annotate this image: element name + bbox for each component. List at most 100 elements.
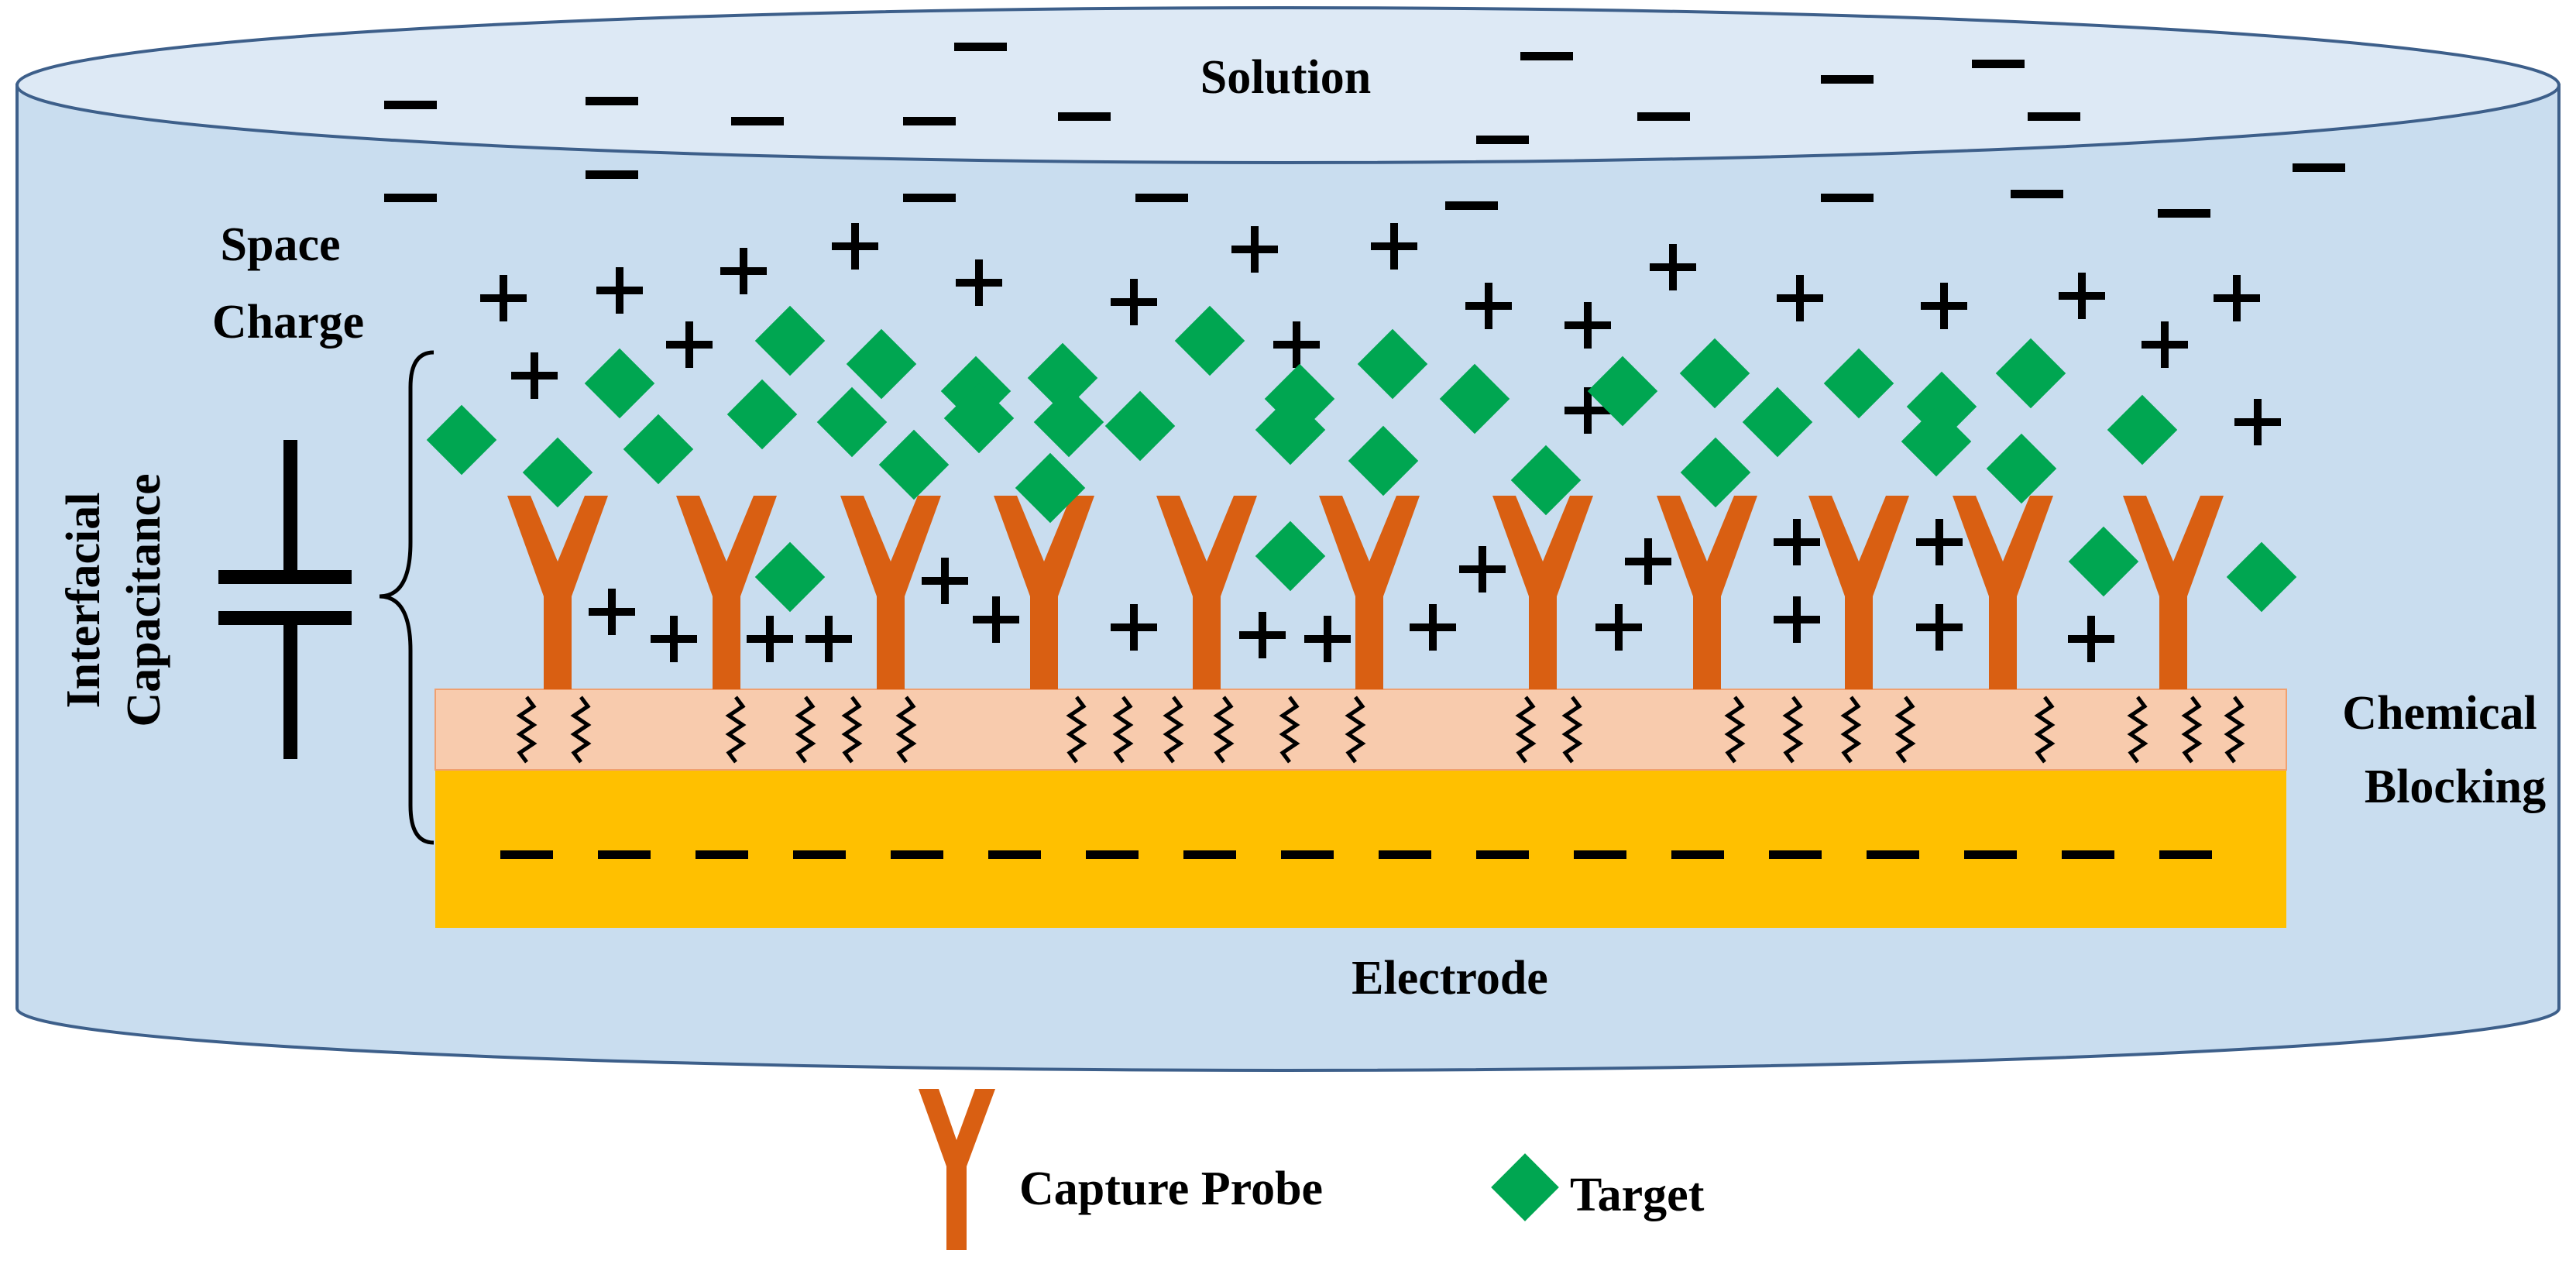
capture-probe xyxy=(1657,496,1757,689)
positive-charge xyxy=(1564,302,1611,349)
positive-charge xyxy=(1625,538,1671,585)
positive-charge xyxy=(1410,604,1456,651)
negative-charge xyxy=(1972,60,2025,68)
negative-charge xyxy=(1135,194,1188,202)
positive-charge xyxy=(596,267,643,314)
electrode-negative-charge xyxy=(793,850,846,859)
positive-charge xyxy=(2214,275,2260,321)
positive-charge xyxy=(1777,275,1823,321)
positive-charge xyxy=(1111,279,1157,325)
positive-charge xyxy=(1231,226,1278,273)
positive-charge xyxy=(1459,546,1506,592)
blocking-molecule xyxy=(2181,696,2203,764)
blocking-molecule xyxy=(1515,696,1537,764)
negative-charge xyxy=(1637,112,1690,121)
target xyxy=(1027,342,1098,414)
positive-charge xyxy=(666,321,713,368)
capacitor-symbol xyxy=(218,440,352,759)
electrode-negative-charge xyxy=(1671,850,1724,859)
target xyxy=(1679,338,1750,409)
electrode-negative-charge xyxy=(2159,850,2212,859)
blocking-molecule xyxy=(841,696,863,764)
blocking-molecule xyxy=(1894,696,1916,764)
target xyxy=(754,305,826,376)
positive-charge xyxy=(2142,321,2188,368)
positive-charge xyxy=(1916,519,1963,565)
blocking-molecule xyxy=(1213,696,1235,764)
capture-probe xyxy=(1156,496,1257,689)
negative-charge xyxy=(1445,201,1498,210)
capture-probe xyxy=(1808,496,1909,689)
legend-probe-icon xyxy=(919,1089,995,1250)
positive-charge xyxy=(1465,283,1512,329)
electrode-negative-charge xyxy=(1867,850,1919,859)
negative-charge xyxy=(384,194,437,202)
blocking-molecule xyxy=(795,696,816,764)
target xyxy=(1995,338,2066,409)
electrode-negative-charge xyxy=(1183,850,1236,859)
electrode-charges xyxy=(500,850,2212,859)
capture-probe xyxy=(994,496,1094,689)
blocking-molecule xyxy=(895,696,917,764)
negative-charge xyxy=(1476,136,1529,144)
target xyxy=(1174,305,1245,376)
negative-charge xyxy=(586,170,638,179)
negative-charge xyxy=(384,101,437,109)
electrode xyxy=(435,764,2286,928)
capture-probes xyxy=(507,496,2224,689)
blocking-molecule xyxy=(1724,696,1746,764)
negative-charge xyxy=(2293,163,2345,172)
blocking-molecule xyxy=(725,696,747,764)
negative-charge xyxy=(586,97,638,105)
positive-charge xyxy=(589,589,635,635)
electrode-negative-charge xyxy=(500,850,553,859)
blocking-molecule xyxy=(1782,696,1804,764)
electrode-negative-charge xyxy=(988,850,1041,859)
legend-target-icon xyxy=(1491,1153,1559,1221)
positive-charge xyxy=(1774,519,1820,565)
legend-probe-label: Capture Probe xyxy=(1019,1163,1323,1215)
positive-charge xyxy=(1916,604,1963,651)
capture-probe xyxy=(1492,496,1593,689)
capture-probe xyxy=(840,496,941,689)
space-charge-label-line1: Space xyxy=(221,218,341,271)
positive-charge xyxy=(511,352,558,399)
positive-charge xyxy=(973,596,1019,643)
blocking-molecule xyxy=(2127,696,2148,764)
target xyxy=(1357,328,1428,400)
negative-charge xyxy=(903,117,956,125)
target xyxy=(846,328,917,400)
interfacial-bracket xyxy=(379,350,434,845)
positive-charge xyxy=(2234,399,2281,445)
blocking-molecule xyxy=(1163,696,1184,764)
capture-probe xyxy=(507,496,608,689)
negative-charge xyxy=(1058,112,1111,121)
positive-charge xyxy=(1111,604,1157,651)
electrode-negative-charge xyxy=(696,850,748,859)
positive-charge xyxy=(832,223,878,270)
blocking-molecule xyxy=(2224,696,2245,764)
legend: Capture Probe Target xyxy=(919,1089,1705,1250)
positive-charge xyxy=(1304,616,1351,662)
solution-label: Solution xyxy=(1200,51,1372,104)
positive-charge xyxy=(2068,616,2114,662)
positive-charge xyxy=(747,616,793,662)
blocking-molecule xyxy=(1279,696,1300,764)
electrode-negative-charge xyxy=(2062,850,2114,859)
positive-charge xyxy=(1239,612,1286,658)
negative-charge xyxy=(2011,190,2063,198)
positive-charge xyxy=(805,616,852,662)
chemical-blocking-label-line1: Chemical xyxy=(2342,687,2537,740)
interfacial-label-line2: Capacitance xyxy=(118,473,170,726)
positive-charge xyxy=(480,275,527,321)
chemical-blocking-label-line2: Blocking xyxy=(2365,761,2546,813)
negative-charge xyxy=(1821,194,1874,202)
container-top xyxy=(15,6,2561,164)
positive-charge xyxy=(1921,283,1967,329)
negative-charge xyxy=(1821,75,1874,84)
interfacial-label-line1: Interfacial xyxy=(57,493,110,709)
capture-probe xyxy=(2123,496,2224,689)
positive-charge xyxy=(1371,223,1417,270)
blocking-molecule xyxy=(1066,696,1087,764)
